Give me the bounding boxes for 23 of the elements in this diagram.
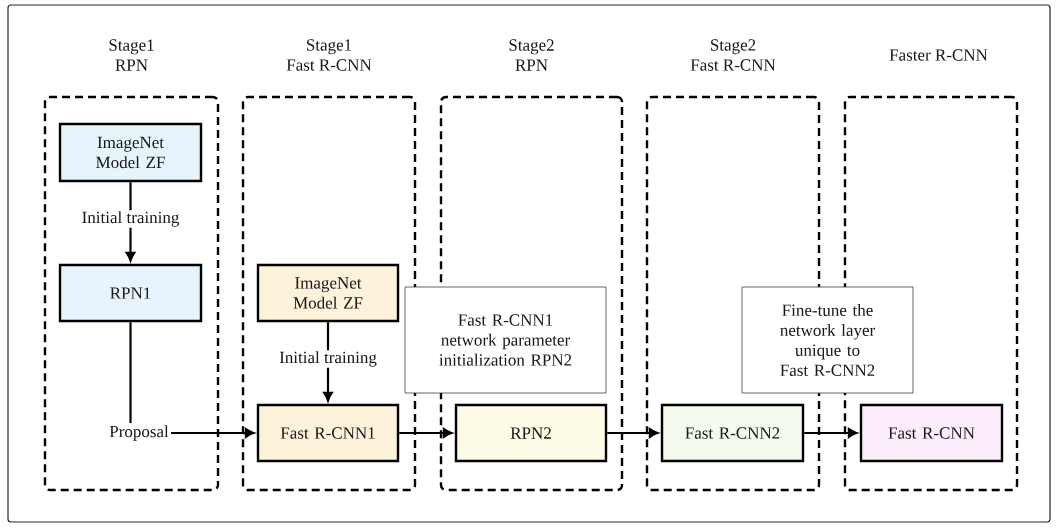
process-box: Fast R-CNN1 <box>256 403 400 463</box>
process-box: ImageNet Model ZF <box>58 122 203 183</box>
note-box: Fine-tune the network layer unique to Fast R-CNN2 <box>741 286 914 394</box>
process-box: RPN2 <box>454 403 608 463</box>
edge-label: Initial training <box>278 350 378 368</box>
flow-label: Proposal <box>109 425 169 441</box>
column-heading: Stage1 RPN <box>109 39 154 71</box>
column-heading: Stage1 Fast R-CNN <box>286 39 372 71</box>
arrow <box>607 428 659 438</box>
process-box: Fast R-CNN2 <box>660 403 805 463</box>
connector-line <box>129 322 132 424</box>
column-heading: Stage2 RPN <box>509 39 554 71</box>
arrow <box>804 428 858 438</box>
process-box: RPN1 <box>58 263 203 323</box>
edge-label: Initial training <box>80 210 181 228</box>
process-box: Fast R-CNN <box>859 403 1004 463</box>
note-box: Fast R-CNN1 network parameter initialization RPN2 <box>404 286 607 394</box>
arrow <box>399 428 453 438</box>
arrow <box>170 428 255 438</box>
column-heading: Stage2 Fast R-CNN <box>690 39 776 71</box>
column-heading: Faster R-CNN <box>889 49 988 61</box>
arrow <box>323 322 333 402</box>
process-box: ImageNet Model ZF <box>256 263 400 323</box>
